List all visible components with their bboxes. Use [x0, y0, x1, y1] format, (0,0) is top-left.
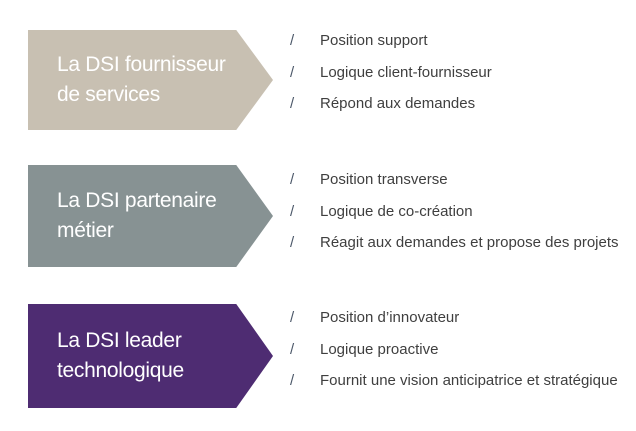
bullet-list-partenaire: / Position transverse / Logique de co-cr…: [290, 164, 630, 259]
list-item: / Réagit aux demandes et propose des pro…: [290, 227, 630, 259]
arrow-banner-leader: La DSI leader technologique: [28, 304, 273, 408]
bullet-text: Logique de co-création: [320, 202, 473, 220]
slash-bullet-icon: /: [290, 95, 295, 113]
arrow-banner-fournisseur: La DSI fournisseur de services: [28, 30, 273, 130]
list-item: / Position support: [290, 25, 630, 57]
bullet-text: Position d’innovateur: [320, 309, 460, 327]
bullet-list-leader: / Position d’innovateur / Logique proact…: [290, 302, 630, 397]
arrow-title-leader: La DSI leader technologique: [57, 329, 184, 382]
slash-bullet-icon: /: [290, 202, 295, 220]
slash-bullet-icon: /: [290, 63, 295, 81]
list-item: / Position transverse: [290, 164, 630, 196]
bullet-text: Logique client-fournisseur: [320, 63, 492, 81]
arrow-banner-partenaire: La DSI partenaire métier: [28, 165, 273, 267]
list-item: / Logique de co-création: [290, 196, 630, 228]
list-item: / Logique proactive: [290, 334, 630, 366]
slash-bullet-icon: /: [290, 309, 295, 327]
slash-bullet-icon: /: [290, 372, 295, 390]
bullet-text: Réagit aux demandes et propose des proje…: [320, 234, 619, 252]
bullet-text: Fournit une vision anticipatrice et stra…: [320, 372, 618, 390]
bullet-text: Logique proactive: [320, 340, 439, 358]
list-item: / Fournit une vision anticipatrice et st…: [290, 365, 630, 397]
slash-bullet-icon: /: [290, 340, 295, 358]
slash-bullet-icon: /: [290, 171, 295, 189]
arrow-title-partenaire: La DSI partenaire métier: [57, 189, 217, 242]
bullet-text: Répond aux demandes: [320, 95, 476, 113]
bullet-text: Position support: [320, 32, 428, 50]
arrow-title-fournisseur: La DSI fournisseur de services: [57, 53, 226, 106]
slash-bullet-icon: /: [290, 234, 295, 252]
list-item: / Position d’innovateur: [290, 302, 630, 334]
bullet-text: Position transverse: [320, 171, 448, 189]
bullet-list-fournisseur: / Position support / Logique client-four…: [290, 25, 630, 120]
slash-bullet-icon: /: [290, 32, 295, 50]
list-item: / Logique client-fournisseur: [290, 57, 630, 89]
list-item: / Répond aux demandes: [290, 88, 630, 120]
